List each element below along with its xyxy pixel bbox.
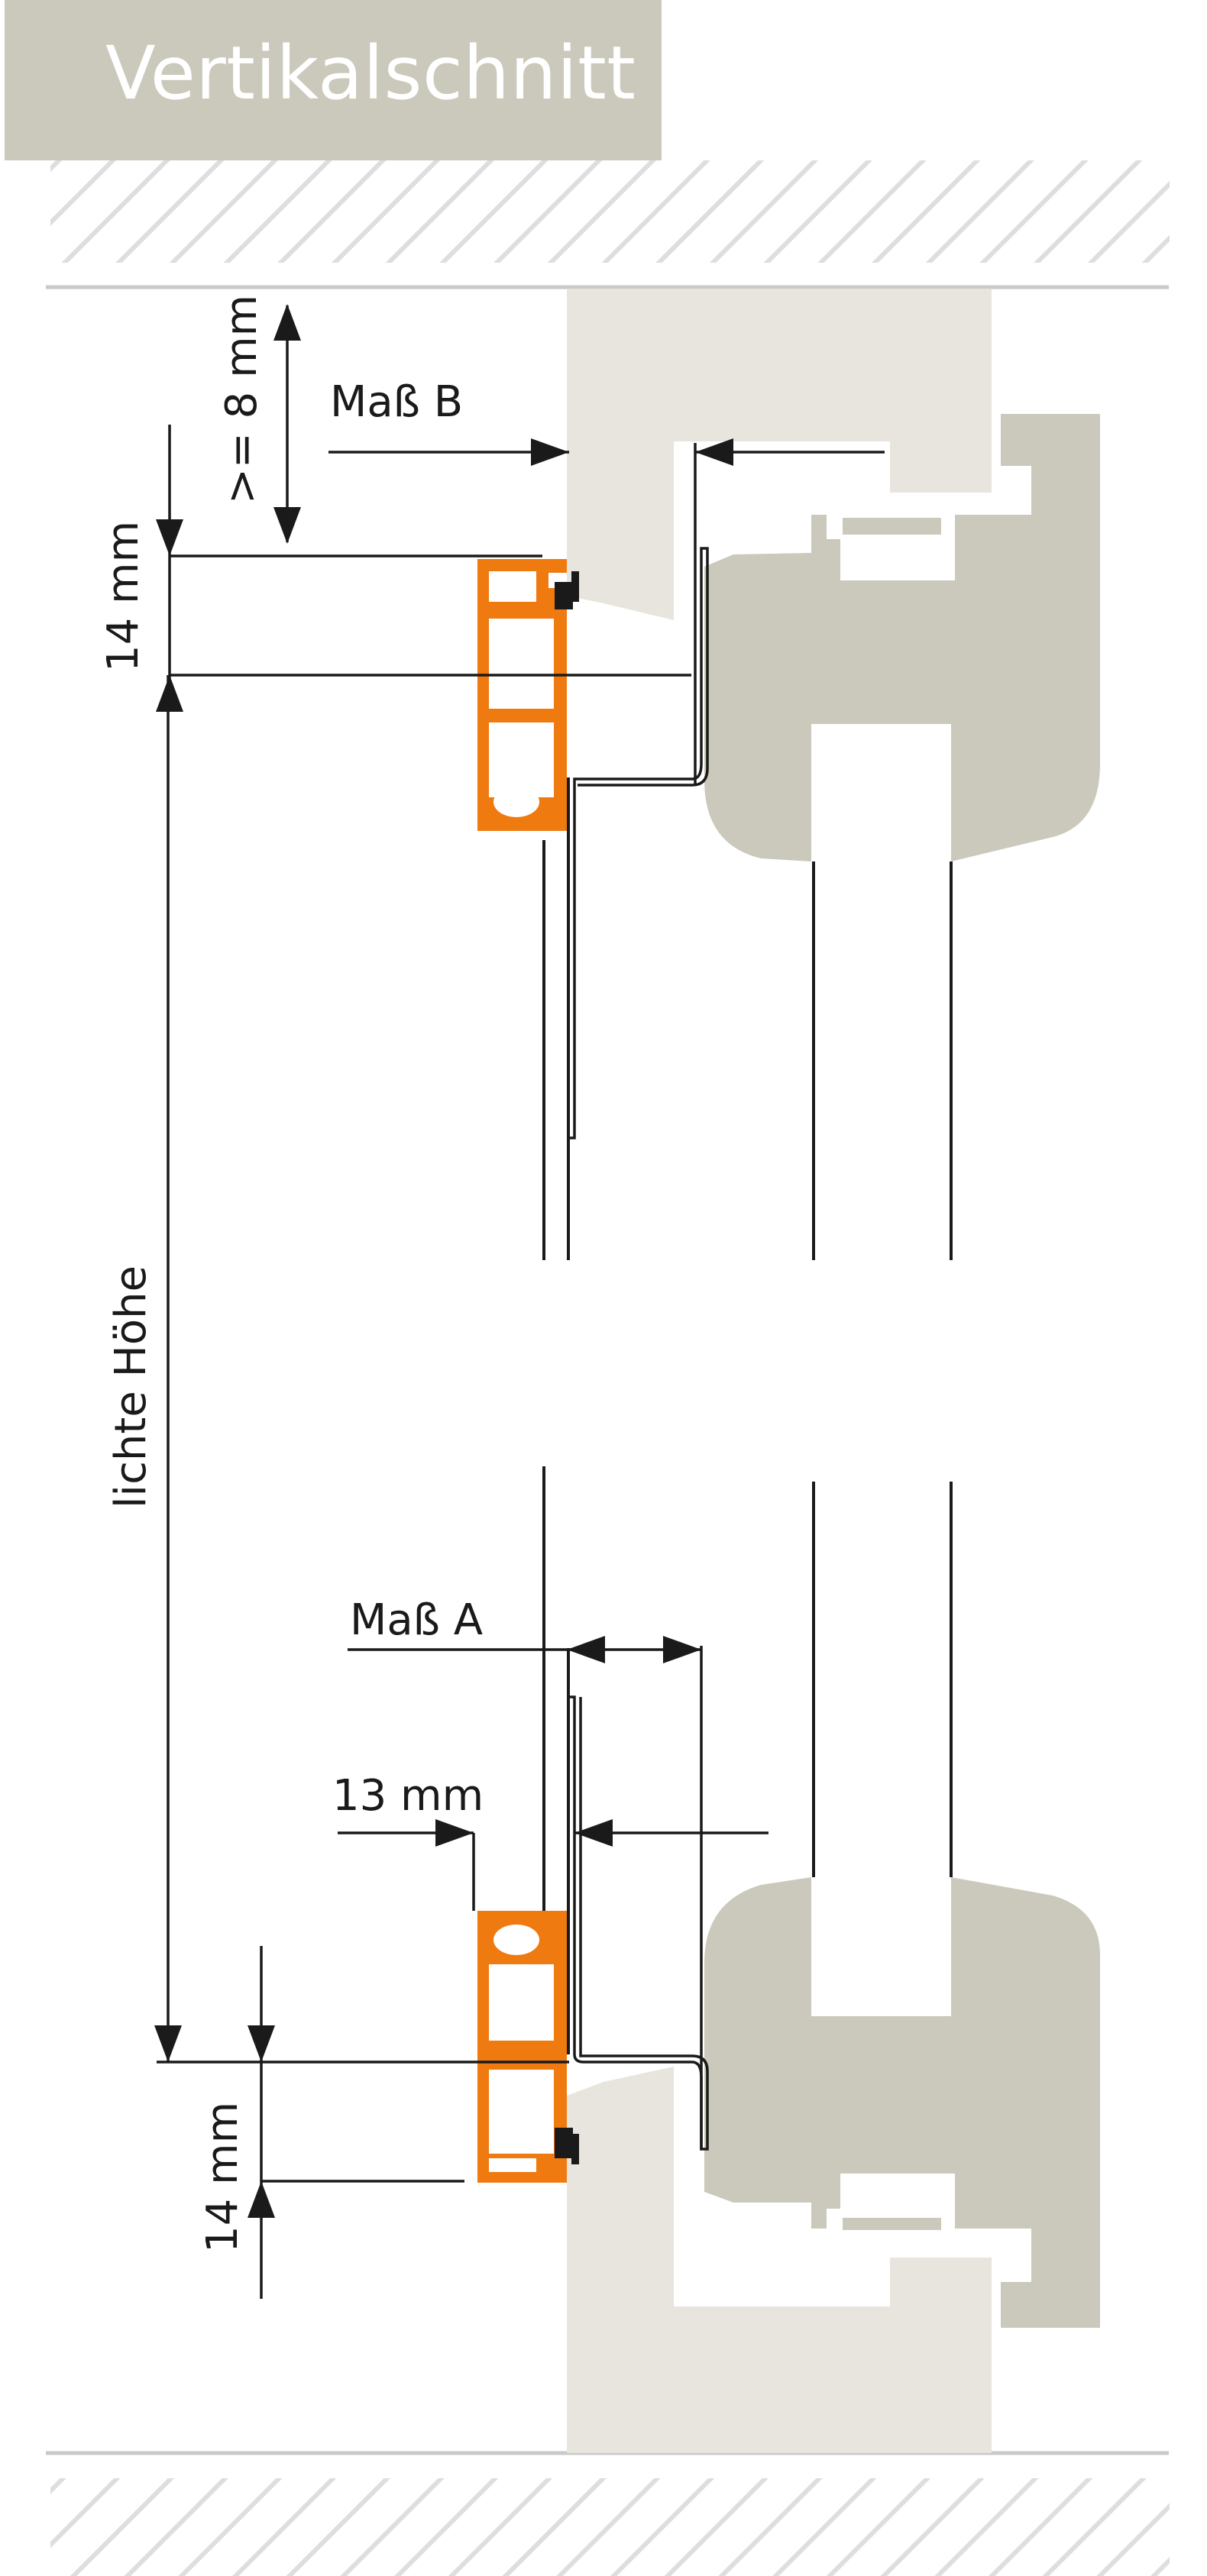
top-sash-dark	[704, 414, 1100, 861]
bottom-brush-profile	[477, 1911, 579, 2183]
header-tab: Vertikalschnitt	[5, 0, 662, 160]
top-wall-hatch	[50, 160, 1170, 263]
dimension-arrows	[154, 304, 733, 2218]
top-frame-light	[567, 289, 992, 620]
page-title: Vertikalschnitt	[105, 31, 636, 116]
label-dim-a: Maß A	[350, 1595, 483, 1645]
label-bottom-14mm: 14 mm	[198, 2102, 248, 2253]
dimension-lines	[157, 305, 885, 2299]
top-glazing-slot	[840, 535, 955, 580]
bottom-sash-dark	[704, 1877, 1100, 2328]
label-clear-height: lichte Höhe	[106, 1265, 156, 1508]
label-top-14mm: 14 mm	[99, 521, 148, 672]
bottom-frame-light	[567, 2067, 992, 2453]
top-brush-profile	[477, 559, 579, 831]
label-dim-b: Maß B	[330, 377, 463, 427]
bottom-glazing-slot	[840, 2174, 955, 2218]
top-bracket	[568, 547, 709, 1139]
label-13mm: 13 mm	[332, 1771, 484, 1821]
label-min-gap: >= 8 mm	[217, 295, 267, 504]
bottom-wall-hatch	[50, 2478, 1170, 2576]
